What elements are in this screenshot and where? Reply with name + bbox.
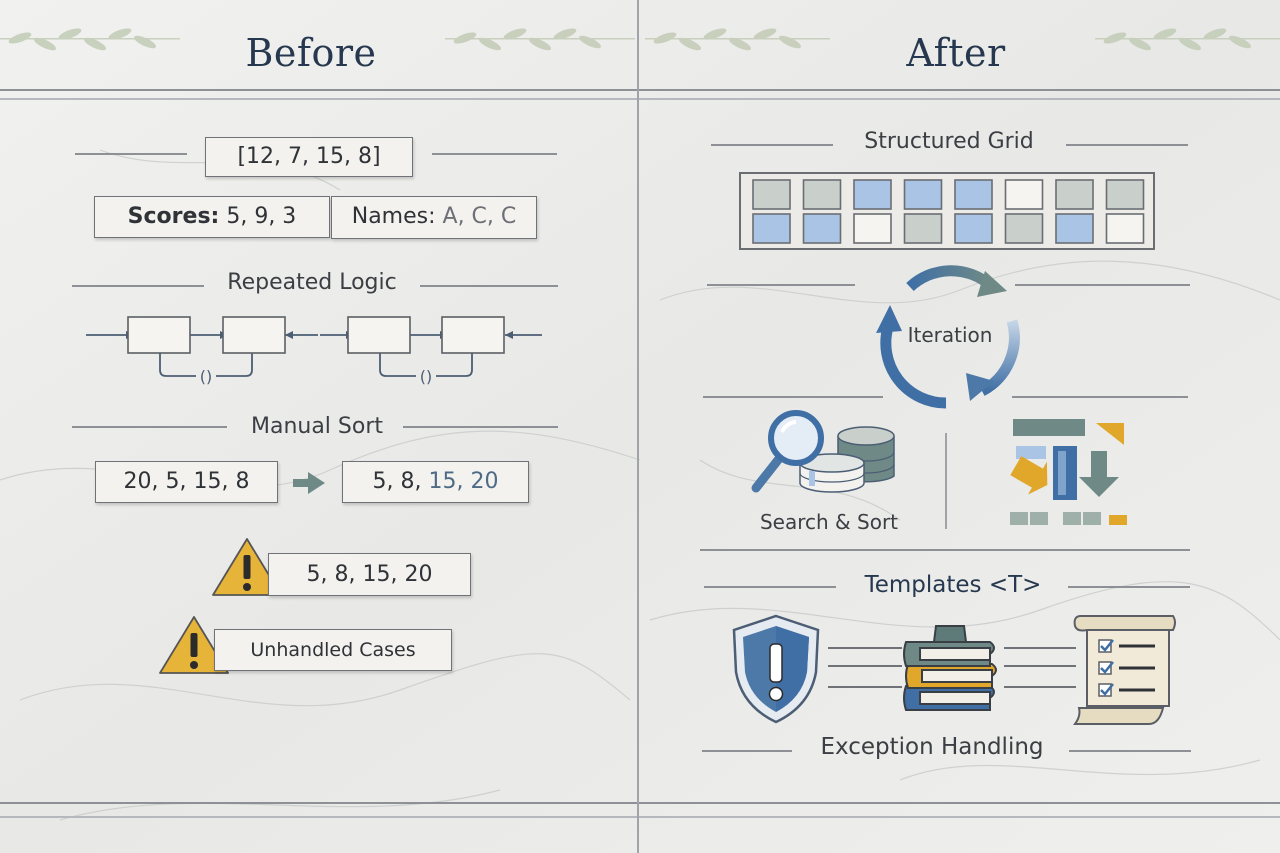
center-divider (637, 0, 639, 853)
sorted-array-box: 5, 8, 15, 20 (342, 461, 529, 503)
divider-line (1066, 144, 1188, 146)
grid-cell (853, 179, 892, 210)
grid-cell (1105, 179, 1145, 210)
checklist-scroll-icon (1073, 615, 1176, 725)
divider-line (945, 433, 947, 529)
warning-result-box: 5, 8, 15, 20 (268, 553, 471, 596)
grid-cell (752, 213, 791, 244)
magnifier-database-icon (751, 410, 895, 493)
unhandled-cases-box: Unhandled Cases (214, 629, 452, 671)
templates-heading: Templates <T> (864, 572, 1042, 598)
exception-handling-heading: Exception Handling (820, 734, 1044, 760)
divider-line (707, 284, 855, 286)
names-label: Names: (351, 204, 436, 229)
grid-cell (1105, 213, 1145, 244)
grid-cell (903, 213, 943, 244)
divider-line (403, 426, 558, 428)
divider-line (75, 153, 187, 155)
shield-exclamation-icon (732, 614, 820, 724)
sorted-array-tail: 15, 20 (428, 469, 499, 494)
logic-block (127, 316, 191, 354)
names-values: A, C, C (442, 204, 517, 229)
repeated-logic-diagram: () () (86, 316, 542, 386)
connector-lines (828, 647, 1076, 688)
before-title: Before (245, 31, 377, 75)
grid-cell (752, 179, 791, 210)
divider-line (420, 285, 558, 287)
sorted-array-head: 5, 8, (372, 469, 422, 494)
connector-symbol: () (420, 367, 432, 386)
manual-sort-heading: Manual Sort (250, 414, 384, 439)
logic-block (222, 316, 286, 354)
book-stack-icon (903, 625, 997, 711)
arrow-right-icon (293, 472, 325, 494)
divider-line (700, 549, 1190, 551)
header-rule-bottom (0, 98, 1280, 100)
grid-cell (954, 213, 993, 244)
iteration-label: Iteration (907, 323, 993, 347)
database-icon (799, 426, 895, 493)
logic-block (347, 316, 411, 354)
warning-icon (159, 616, 229, 674)
grid-cell (1055, 213, 1094, 244)
footer-rule-bottom (0, 816, 1280, 818)
array-literal-box: [12, 7, 15, 8] (205, 137, 413, 177)
divider-line (1015, 284, 1190, 286)
connector-symbol: () (200, 367, 212, 386)
structured-grid (739, 172, 1155, 250)
grid-cell (853, 213, 892, 244)
footer-rule-top (0, 802, 1280, 804)
grid-cells (752, 179, 1145, 244)
divider-line (1068, 586, 1190, 588)
grid-cell (903, 179, 943, 210)
search-sort-label: Search & Sort (759, 510, 899, 534)
divider-line (432, 153, 557, 155)
after-title: After (906, 31, 1006, 75)
structured-grid-heading: Structured Grid (864, 129, 1034, 154)
grid-cell (954, 179, 993, 210)
sort-blocks-icon (1010, 419, 1127, 525)
magnifier-icon (751, 410, 824, 493)
scores-label: Scores: (127, 204, 220, 229)
header-rule-top (0, 89, 1280, 91)
divider-line (711, 144, 833, 146)
grid-cell (802, 179, 842, 210)
divider-line (1012, 396, 1188, 398)
logic-block (441, 316, 505, 354)
unsorted-array-box: 20, 5, 15, 8 (95, 461, 278, 503)
grid-cell (1004, 213, 1044, 244)
grid-cell (1055, 179, 1094, 210)
divider-line (704, 586, 836, 588)
divider-line (702, 750, 792, 752)
repeated-logic-heading: Repeated Logic (227, 270, 397, 295)
divider-line (1069, 750, 1191, 752)
divider-line (72, 285, 204, 287)
divider-line (72, 426, 227, 428)
grid-cell (802, 213, 842, 244)
scores-values: 5, 9, 3 (226, 204, 297, 229)
divider-line (703, 396, 883, 398)
scores-box: Scores: 5, 9, 3 (94, 196, 330, 238)
warning-icon (212, 538, 282, 596)
cycle-arrows-icon (876, 265, 1020, 409)
names-box: Names: A, C, C (331, 196, 537, 239)
grid-cell (1004, 179, 1044, 210)
